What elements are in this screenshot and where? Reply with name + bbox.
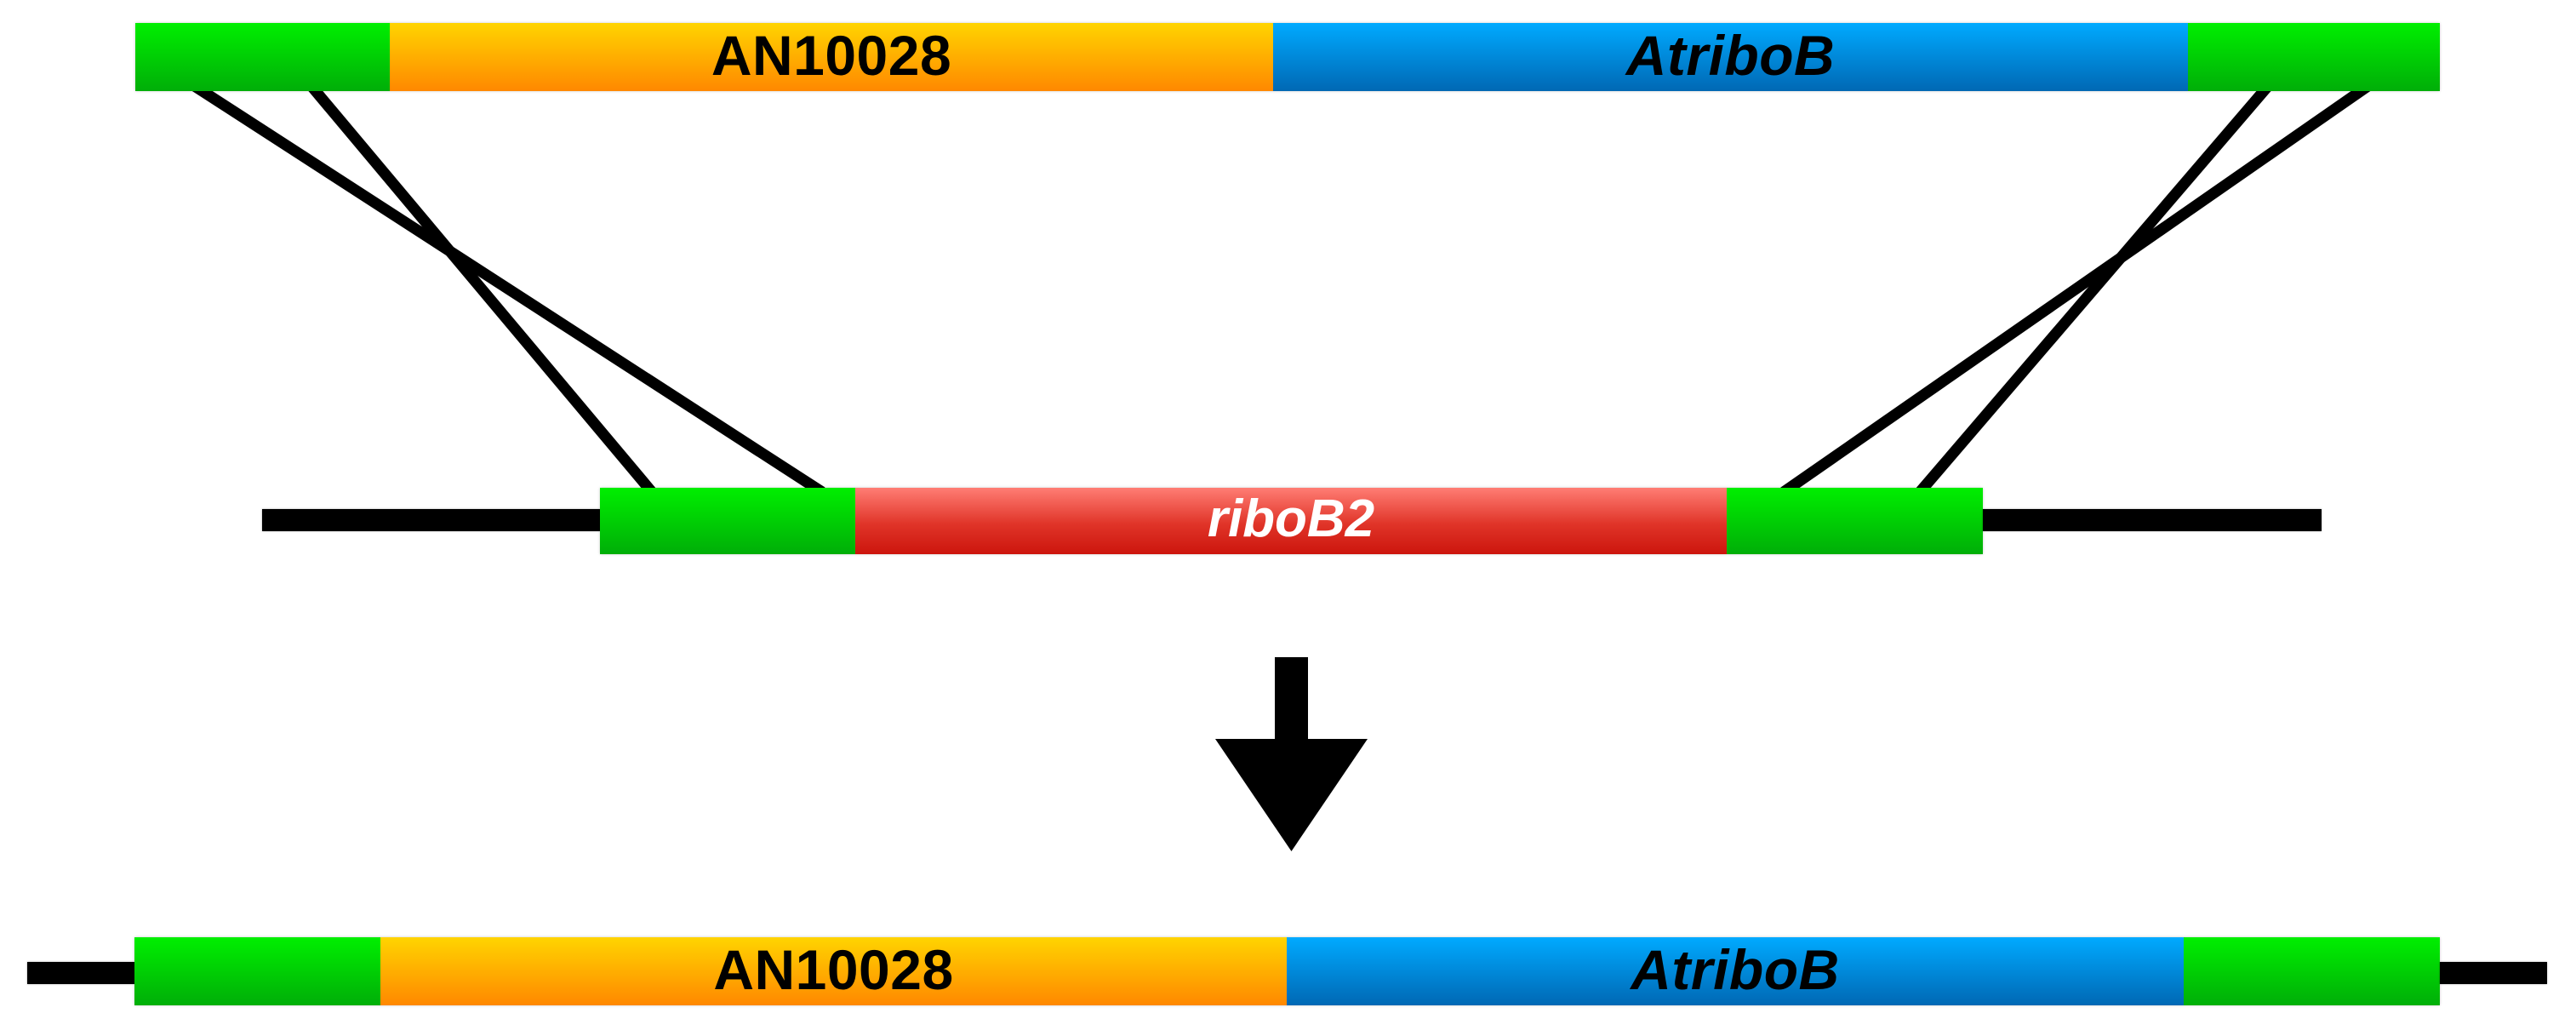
gene-label-an10028-top: AN10028	[711, 24, 952, 87]
homology-flank-right-top	[2188, 23, 2440, 91]
gene-segment-ribob2: riboB2	[855, 488, 1727, 554]
gene-segment-atribob-top: AtriboB	[1273, 23, 2188, 91]
crossover-line-right-inner	[1916, 81, 2273, 496]
target-locus-bar: riboB2	[600, 488, 1983, 554]
result-chromosome-stub-right	[2440, 962, 2547, 984]
gene-segment-atribob-bottom: AtriboB	[1287, 937, 2184, 1005]
homology-flank-left-middle	[600, 488, 855, 554]
gene-label-ribob2: riboB2	[1207, 489, 1375, 548]
chromosome-line-left	[262, 509, 600, 531]
homology-flank-right-middle	[1727, 488, 1983, 554]
gene-label-atribob-bottom: AtriboB	[1631, 938, 1840, 1001]
gene-label-atribob-top: AtriboB	[1625, 24, 1836, 87]
chromosome-line-right	[1983, 509, 2322, 531]
result-chromosome-stub-left	[27, 962, 134, 984]
crossover-line-left-outer	[190, 80, 825, 497]
crossover-line-right-outer	[1780, 80, 2373, 497]
gene-segment-an10028-top: AN10028	[390, 23, 1273, 91]
donor-construct-bar: AN10028 AtriboB	[135, 23, 2440, 91]
crossover-line-left-inner	[306, 81, 656, 496]
homology-flank-right-bottom	[2184, 937, 2440, 1005]
gene-label-an10028-bottom: AN10028	[713, 938, 954, 1001]
homology-flank-left-bottom	[134, 937, 380, 1005]
gene-segment-an10028-bottom: AN10028	[380, 937, 1287, 1005]
result-construct-bar: AN10028 AtriboB	[134, 937, 2440, 1005]
homology-flank-left-top	[135, 23, 390, 91]
down-arrow-icon	[1215, 657, 1368, 851]
